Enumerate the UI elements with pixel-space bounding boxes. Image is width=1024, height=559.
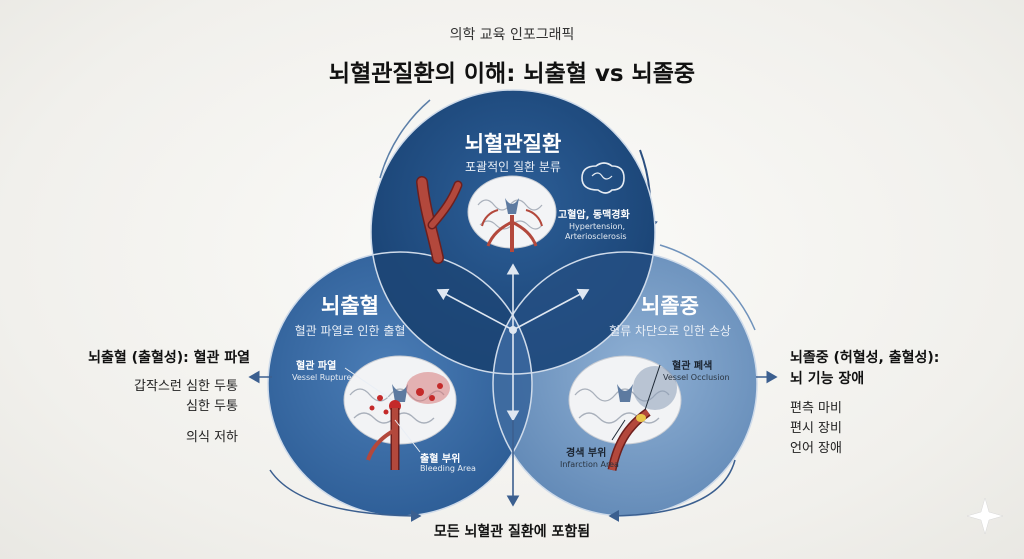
right-circle-title: 뇌졸중 [641,294,699,318]
brain-coronal-icon [467,175,557,252]
bleeding-label-en: Bleeding Area [420,464,476,473]
right-side-item-2: 편시 장비 [790,421,842,436]
right-arc [659,244,756,331]
left-side-item-1: 갑작스런 심한 두통 [134,379,238,394]
top-circle-title: 뇌혈관질환 [464,132,562,156]
occlusion-label: 혈관 폐색 [672,361,713,372]
right-to-bottom-arrow [608,459,736,522]
page-subtitle: 의학 교육 인포그래픽 [449,27,575,43]
left-to-bottom-arrow [269,469,422,522]
center-arrows [436,263,590,422]
top-circle-subtitle: 포괄적인 질환 분류 [465,160,561,174]
sparkle-icon [966,497,1004,535]
occlusion-label-en: Vessel Occlusion [663,373,730,382]
bottom-caption: 모든 뇌혈관 질환에 포함됨 [433,524,591,540]
risk-label-en-2: Arteriosclerosis [565,232,627,241]
right-side-heading-1: 뇌졸중 (허혈성, 출혈성): [790,350,940,366]
left-circle-title: 뇌출혈 [321,294,379,318]
right-side-heading-2: 뇌 기능 장애 [790,371,865,387]
page-title: 뇌혈관질환의 이해: 뇌출혈 vs 뇌졸중 [328,61,696,87]
risk-label-en-1: Hypertension, [569,222,626,231]
left-side-item-2: 심한 두통 [186,399,238,414]
bleeding-label: 출혈 부위 [420,454,461,465]
center-dot [509,326,517,334]
occlusion-leader-line [644,364,661,411]
infarction-label: 경색 부위 [566,448,607,459]
ischemic-brain-icon [568,355,682,471]
overlap-top-left [371,252,532,374]
top-left-arc [379,99,431,179]
artery-icon [416,176,463,264]
brain-icon [581,162,625,194]
rupture-leader-line [344,367,393,401]
left-side-item-3: 의식 저하 [186,430,238,445]
infarction-leader-line [611,419,626,441]
infarction-label-en: Infarction Area [560,460,619,469]
rupture-label: 혈관 파열 [296,361,337,372]
risk-label: 고혈압, 동맥경화 [558,210,630,221]
rupture-label-en: Vessel Rupture [292,373,352,382]
right-side-item-3: 언어 장애 [790,441,842,456]
left-circle-subtitle: 혈관 파열로 인한 출혈 [294,324,406,338]
bleeding-leader-line [394,419,421,453]
right-circle-subtitle: 혈류 차단으로 인한 손상 [609,324,731,338]
right-side-item-1: 편측 마비 [790,401,842,416]
hemorrhage-brain-icon [343,355,457,470]
left-side-heading: 뇌출혈 (출혈성): 혈관 파열 [88,350,250,366]
overlap-top-right [493,252,655,374]
